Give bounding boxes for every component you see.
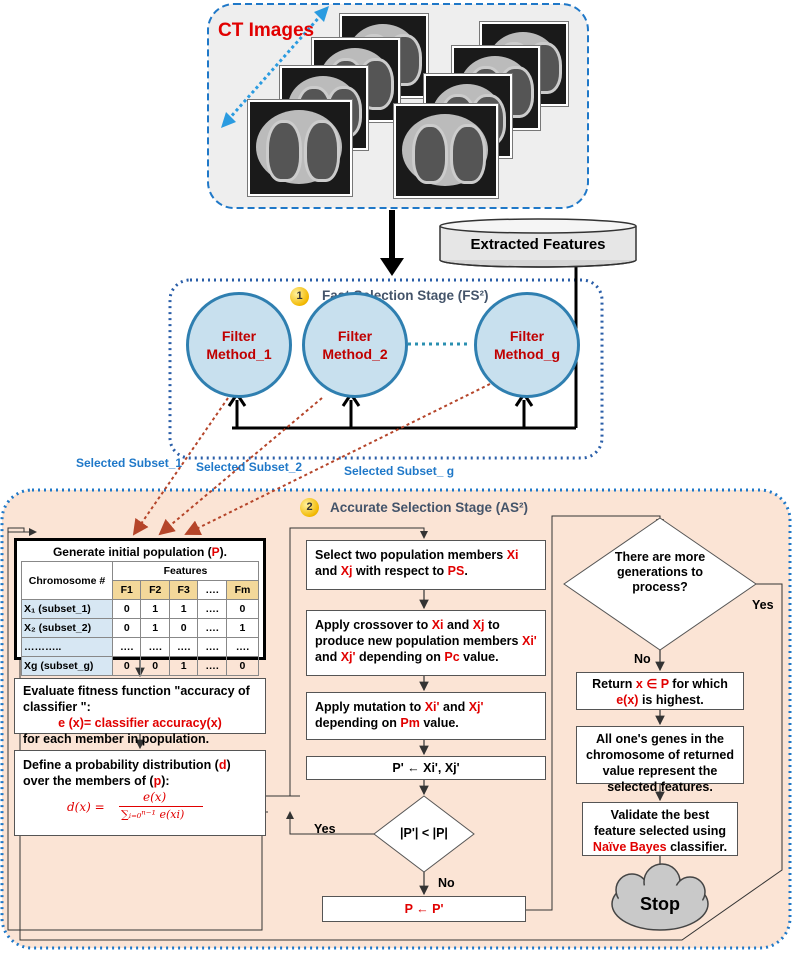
fitness-formula: e (x)= classifier accuracy(x) [58, 716, 222, 730]
no-bottom-label: No [438, 876, 455, 890]
probability-line-1: Define a probability distribution (d) [23, 758, 231, 772]
select-members-box: Select two population members Xi and Xj … [306, 540, 546, 590]
extracted-features-label: Extracted Features [470, 236, 606, 253]
crossover-box: Apply crossover to Xi and Xj to produce … [306, 610, 546, 676]
filter-method-g: Filter Method_g [474, 292, 580, 398]
fitness-function-box: Evaluate fitness function "accuracy of c… [14, 678, 266, 746]
selected-subset-g-label: Selected Subset_ g [344, 464, 455, 478]
ct-scan-image [248, 100, 352, 196]
fitness-line-1: Evaluate fitness function "accuracy of c… [23, 684, 250, 714]
extracted-features-cylinder [439, 218, 637, 268]
feature-col-header: Fm [225, 580, 260, 600]
feature-col-header: …. [197, 580, 227, 600]
return-x-box: Return x ∈ P for which e(x) is highest. [576, 672, 744, 710]
filter-method-2-label: Filter Method_2 [322, 328, 388, 362]
genes-box: All one's genes in the chromosome of ret… [576, 726, 744, 794]
feature-col-header: F3 [168, 580, 199, 600]
update-p-box: P ← P' [322, 896, 526, 922]
selected-subset-1-label: Selected Subset_1 [76, 456, 183, 470]
filter-method-2: Filter Method_2 [302, 292, 408, 398]
no-right-label: No [634, 652, 651, 666]
selected-subset-2-label: Selected Subset_2 [196, 460, 303, 474]
yes-right-label: Yes [752, 598, 774, 612]
filter-method-g-label: Filter Method_g [493, 328, 561, 362]
filter-method-1-label: Filter Method_1 [206, 328, 272, 362]
probability-distribution-box: Define a probability distribution (d) ov… [14, 750, 266, 836]
ct-images-title: CT Images [218, 20, 315, 41]
filter-method-1: Filter Method_1 [186, 292, 292, 398]
validate-box: Validate the best feature selected using… [582, 802, 738, 856]
probability-line-2: over the members of (p): [23, 774, 170, 788]
population-table: Chromosome # Features F1 F2 F3 …. Fm X₁ … [21, 561, 260, 676]
as-stage-number-badge: 2 [300, 498, 319, 517]
probability-formula: d(x) = e(x) ∑ᵢ₌₀ⁿ⁻¹ e(xi) [23, 789, 257, 825]
initial-population-box: Generate initial population (P). Chromos… [14, 538, 266, 676]
feature-col-header: F1 [111, 580, 142, 600]
assign-pprime-box: P' ← Xi', Xj' [306, 756, 546, 780]
population-title: Generate initial population (P). [52, 545, 228, 559]
stop-label: Stop [640, 894, 680, 914]
features-header: Features [112, 561, 259, 581]
fitness-line-3: for each member in population. [23, 732, 210, 746]
fs-stage-border [168, 278, 604, 460]
chromosome-header: Chromosome # [21, 561, 113, 600]
compare-label: |P'| < |P| [400, 826, 448, 840]
stop-cloud-shape [611, 863, 709, 931]
generations-label: There are more generations to process? [614, 550, 706, 594]
yes-left-label: Yes [314, 822, 336, 836]
ct-scan-image [394, 104, 498, 198]
as-stage-title: Accurate Selection Stage (AS²) [330, 500, 529, 515]
feature-col-header: F2 [140, 580, 170, 600]
fs-stage-number-badge: 1 [290, 287, 309, 306]
mutation-box: Apply mutation to Xi' and Xj' depending … [306, 692, 546, 740]
table-row: ……….. ….….….….…. [21, 637, 260, 657]
